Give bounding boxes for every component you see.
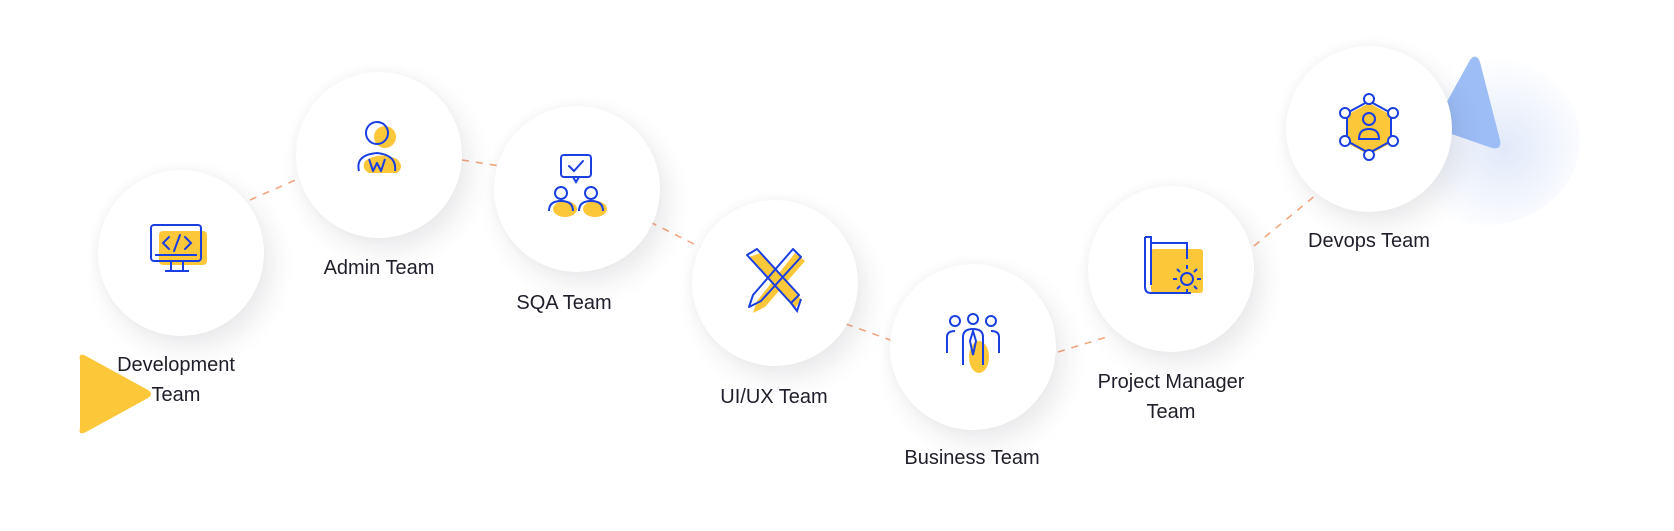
devops-team-node [1286, 46, 1452, 212]
admin-team-node [296, 72, 462, 238]
development-team-label: Development Team [117, 354, 235, 406]
sqa-team-node [494, 106, 660, 272]
project-manager-team-node [1088, 186, 1254, 352]
project-manager-team-label: Project Manager Team [1097, 371, 1245, 423]
admin-person-icon [357, 121, 401, 173]
qa-check-team-icon [548, 154, 607, 217]
uiux-team-label: UI/UX Team [720, 386, 828, 408]
connector-admin-sqa [461, 159, 501, 167]
pencil-ruler-icon [746, 248, 805, 314]
business-people-icon [946, 313, 1000, 373]
connector-dev-admin [249, 177, 301, 201]
development-team-node [98, 170, 264, 336]
business-team-label: Business Team [904, 447, 1040, 469]
devops-team-label: Devops Team [1308, 230, 1430, 252]
connector-business-pm [1057, 335, 1111, 353]
admin-team-label: Admin Team [323, 257, 435, 279]
yellow-triangle-decoration [79, 354, 151, 434]
connector-uiux-business [845, 323, 897, 343]
code-monitor-icon [150, 224, 207, 272]
devops-network-icon [1339, 93, 1399, 161]
sqa-team-label: SQA Team [516, 292, 612, 314]
connector-sqa-uiux [649, 221, 703, 249]
business-team-node [890, 264, 1056, 430]
project-settings-icon [1144, 236, 1203, 294]
connector-pm-devops [1253, 189, 1323, 247]
uiux-team-node [692, 200, 858, 366]
